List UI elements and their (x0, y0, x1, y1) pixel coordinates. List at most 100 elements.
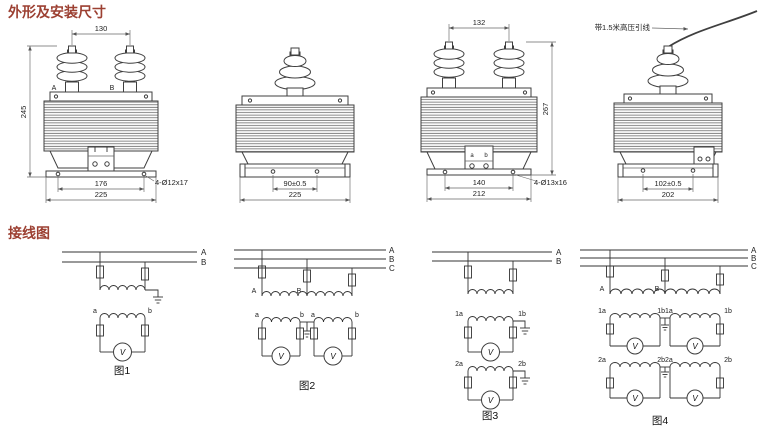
bushing-left-icon (433, 41, 465, 89)
sec2-a-label: 2a (598, 357, 606, 364)
sec2-b-label: 2b (724, 357, 732, 364)
fuse-icon (464, 265, 472, 279)
outline-drawing-1: 130 A B 245 (19, 24, 188, 203)
terminal-a-label: a (470, 153, 474, 159)
cone-bushing-icon (647, 45, 689, 95)
secondary1-winding-1 (609, 313, 661, 319)
secondary2-winding-1 (609, 362, 661, 368)
secondary-winding-1 (261, 317, 301, 323)
voltmeter-icon (626, 389, 644, 407)
primary-winding (467, 289, 514, 295)
wiring-figure-1: A B a b V 图1 (62, 248, 207, 377)
voltmeter-icon (686, 389, 704, 407)
secondary-b-label: b (148, 308, 152, 315)
fuse-icon (258, 327, 266, 340)
sec2-b-label: 2b (518, 361, 526, 368)
terminal-A-label: A (52, 85, 57, 92)
terminal-B-label: B (110, 85, 115, 92)
sec2-mid-label: 2b2a (657, 357, 673, 364)
dim-holes-140: 140 (473, 178, 486, 187)
voltmeter-label: V (488, 396, 494, 405)
section-title-wiring: 接线图 (8, 225, 50, 241)
sec2-a-label: 2a (455, 361, 463, 368)
terminal-box (693, 146, 715, 165)
phase-a-label: A (201, 248, 207, 257)
fuse-icon (464, 326, 472, 339)
fuse-icon (716, 323, 724, 335)
primary-winding (99, 285, 146, 291)
ground-icon (303, 322, 311, 338)
outline-drawing-4: 带1.5米高压引线 102±0.5 202 (595, 10, 758, 203)
sec1-b-label: 1b (518, 311, 526, 318)
dim-width-212: 212 (473, 189, 486, 198)
ground-icon (513, 370, 530, 385)
fuse-icon (258, 265, 266, 279)
secondary-winding (99, 313, 146, 319)
phase-b-label: B (751, 254, 756, 263)
phase-b-label: B (556, 257, 561, 266)
fuse-icon (141, 267, 149, 281)
dim-holes-176: 176 (95, 179, 108, 188)
ground-icon (145, 289, 163, 304)
section-title-dimensions: 外形及安装尺寸 (8, 4, 106, 20)
winding-A-label: A (252, 288, 257, 295)
fuse-icon (96, 324, 104, 337)
fuse-icon (310, 327, 318, 340)
winding-B-label: B (297, 288, 302, 295)
fuse-icon (509, 376, 517, 389)
voltmeter-icon (626, 337, 644, 355)
ground-icon (513, 320, 530, 335)
voltmeter-label: V (488, 348, 494, 357)
voltmeter-label: V (330, 352, 336, 361)
phase-c-label: C (389, 264, 395, 273)
voltmeter-label: V (632, 342, 638, 351)
fuse-icon (509, 326, 517, 339)
fuse-icon (141, 324, 149, 337)
phase-a-label: A (389, 246, 395, 255)
secondary-winding-1 (467, 316, 514, 322)
terminal-box (87, 146, 115, 172)
hole-note-1: 4-Ø12x17 (155, 178, 188, 187)
voltmeter-icon (481, 390, 500, 410)
dim-height-267: 267 (541, 103, 550, 116)
voltmeter-label: V (632, 394, 638, 403)
phase-c-label: C (751, 262, 757, 271)
secondary1-winding-2 (669, 313, 721, 319)
primary-winding-1 (261, 291, 308, 297)
ground-icon (661, 318, 669, 331)
finned-body (43, 100, 159, 152)
fuse-icon (303, 269, 311, 283)
fuse-icon (606, 323, 614, 335)
voltmeter-icon (271, 346, 291, 366)
dim-top-130: 130 (95, 24, 108, 33)
dim-height-245: 245 (19, 106, 28, 119)
figure4-caption: 图4 (652, 415, 668, 427)
figure3-caption: 图3 (482, 410, 498, 422)
dim-width-225b: 225 (289, 190, 302, 199)
secondary-winding-2 (313, 317, 353, 323)
terminal-b-label: b (484, 153, 488, 159)
voltmeter-icon (686, 337, 704, 355)
hv-lead-note: 带1.5米高压引线 (595, 22, 651, 32)
phase-a-label: A (556, 248, 562, 257)
outline-drawing-2: 90±0.5 225 (235, 47, 355, 203)
fuse-icon (606, 265, 614, 278)
wiring-figure-3: A B 1a 1b V 2a 2b (432, 248, 562, 422)
sec1-b-label: b (300, 312, 304, 319)
figure1-caption: 图1 (114, 365, 130, 377)
sec1-b-label: 1b (724, 308, 732, 315)
fuse-icon (606, 377, 614, 389)
hv-lead-cable (667, 10, 758, 48)
winding-A-label: A (600, 286, 605, 293)
wiring-figure-4: A B C A B 1a 1b1a 1b V (580, 246, 757, 427)
bushing-left-icon (56, 45, 88, 93)
fuse-icon (348, 273, 356, 287)
secondary-winding-2 (467, 366, 514, 372)
sec1-a-label: a (255, 312, 259, 319)
fuse-icon (716, 377, 724, 389)
figure2-caption: 图2 (299, 380, 315, 392)
voltmeter-icon (481, 342, 500, 362)
voltmeter-label: V (120, 348, 126, 357)
phase-b-label: B (201, 258, 206, 267)
